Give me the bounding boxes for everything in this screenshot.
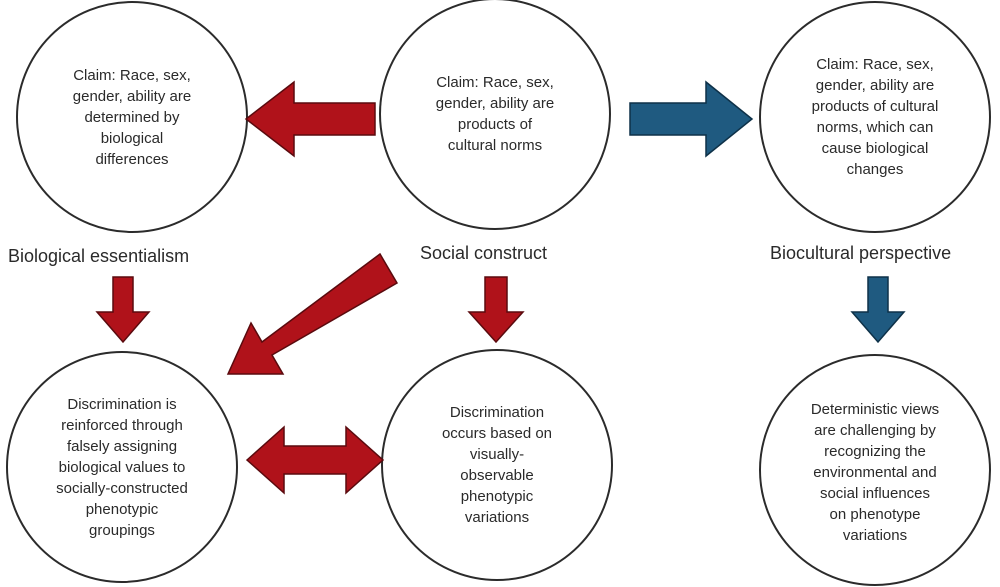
label-biological-essentialism: Biological essentialism: [8, 246, 190, 266]
node-claim-biocultural: Claim: Race, sex, gender, ability are pr…: [780, 40, 970, 194]
node-claim-cultural: Claim: Race, sex, gender, ability are pr…: [405, 37, 585, 191]
arrow-down-social: [467, 276, 525, 344]
circle-discrimination-reinforced: [6, 351, 238, 583]
arrow-down-biological: [95, 276, 151, 344]
node-claim-cultural-text: Claim: Race, sex, gender, ability are pr…: [435, 74, 555, 154]
circle-deterministic-views: [759, 354, 991, 586]
label-biocultural-perspective: Biocultural perspective: [770, 243, 952, 263]
arrow-cultural-to-biological: [244, 80, 376, 158]
circle-claim-cultural: [379, 0, 611, 230]
node-discrimination-reinforced-text: Discrimination is reinforced through fal…: [56, 395, 188, 539]
circle-discrimination-visual: [381, 349, 613, 581]
node-claim-biological: Claim: Race, sex, gender, ability are de…: [42, 40, 222, 194]
label-social-construct: Social construct: [420, 243, 548, 263]
node-discrimination-visual-text: Discrimination occurs based on visually-…: [441, 404, 553, 526]
node-deterministic-views: Deterministic views are challenging by r…: [780, 390, 970, 554]
node-claim-biological-text: Claim: Race, sex, gender, ability are de…: [72, 66, 192, 168]
node-deterministic-views-text: Deterministic views are challenging by r…: [810, 400, 940, 544]
arrow-cultural-to-biocultural: [629, 80, 754, 158]
node-discrimination-visual: Discrimination occurs based on visually-…: [407, 388, 587, 542]
arrow-diagonal-social-to-reinforced: [226, 252, 399, 375]
arrow-down-biocultural: [850, 276, 906, 344]
node-discrimination-reinforced: Discrimination is reinforced through fal…: [27, 385, 217, 549]
circle-claim-biocultural: [759, 1, 991, 233]
arrow-double-bottom: [245, 425, 385, 495]
circle-claim-biological: [16, 1, 248, 233]
node-claim-biocultural-text: Claim: Race, sex, gender, ability are pr…: [811, 56, 939, 178]
